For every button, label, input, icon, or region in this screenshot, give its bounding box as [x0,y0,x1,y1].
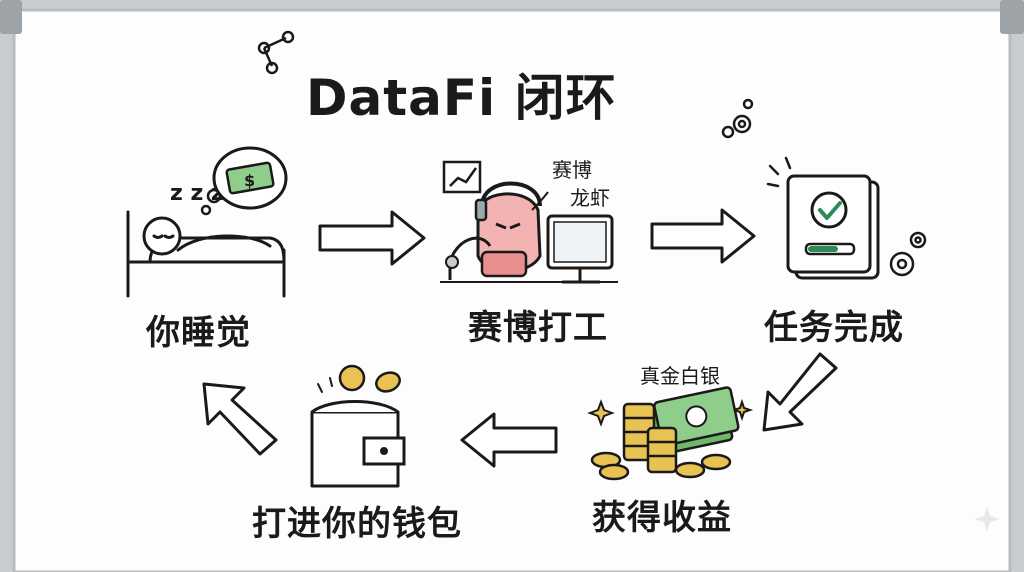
frame-corner-left [0,0,22,34]
dream-money-bubble: $ [200,146,288,216]
board-surface [12,8,1012,572]
gear-icon [721,98,754,139]
flow-arrow-4 [460,412,558,468]
wallet-with-coins-icon [310,364,406,488]
flow-arrow-1 [318,210,426,266]
cyber-note-line2: 龙虾 [570,186,610,210]
task-complete-checklist-icon [766,156,880,280]
stage-label-cyber-work: 赛博打工 [468,308,608,348]
svg-text:$: $ [244,171,255,190]
gear-icon [889,231,927,277]
stage-label-task-done: 任务完成 [764,308,904,348]
cyber-lobster-robot-icon [440,160,618,284]
money-note: 真金白银 [640,364,720,388]
frame-corner-right [1000,0,1024,34]
sparkle-icon [974,506,1000,532]
chart-icon [442,160,482,194]
flow-arrow-5 [202,382,278,456]
cyber-note-line1: 赛博 [552,158,592,182]
flow-arrow-2 [650,208,756,264]
stage-label-earnings: 获得收益 [592,498,732,538]
flow-arrow-3 [762,352,838,432]
sleeping-person-icon [126,210,286,298]
stage-label-wallet: 打进你的钱包 [252,504,462,544]
molecule-icon [257,30,295,75]
stage-label-sleep: 你睡觉 [146,313,251,353]
coins-and-cash-icon [587,386,754,481]
diagram-title: DataFi 闭环 [306,69,617,127]
